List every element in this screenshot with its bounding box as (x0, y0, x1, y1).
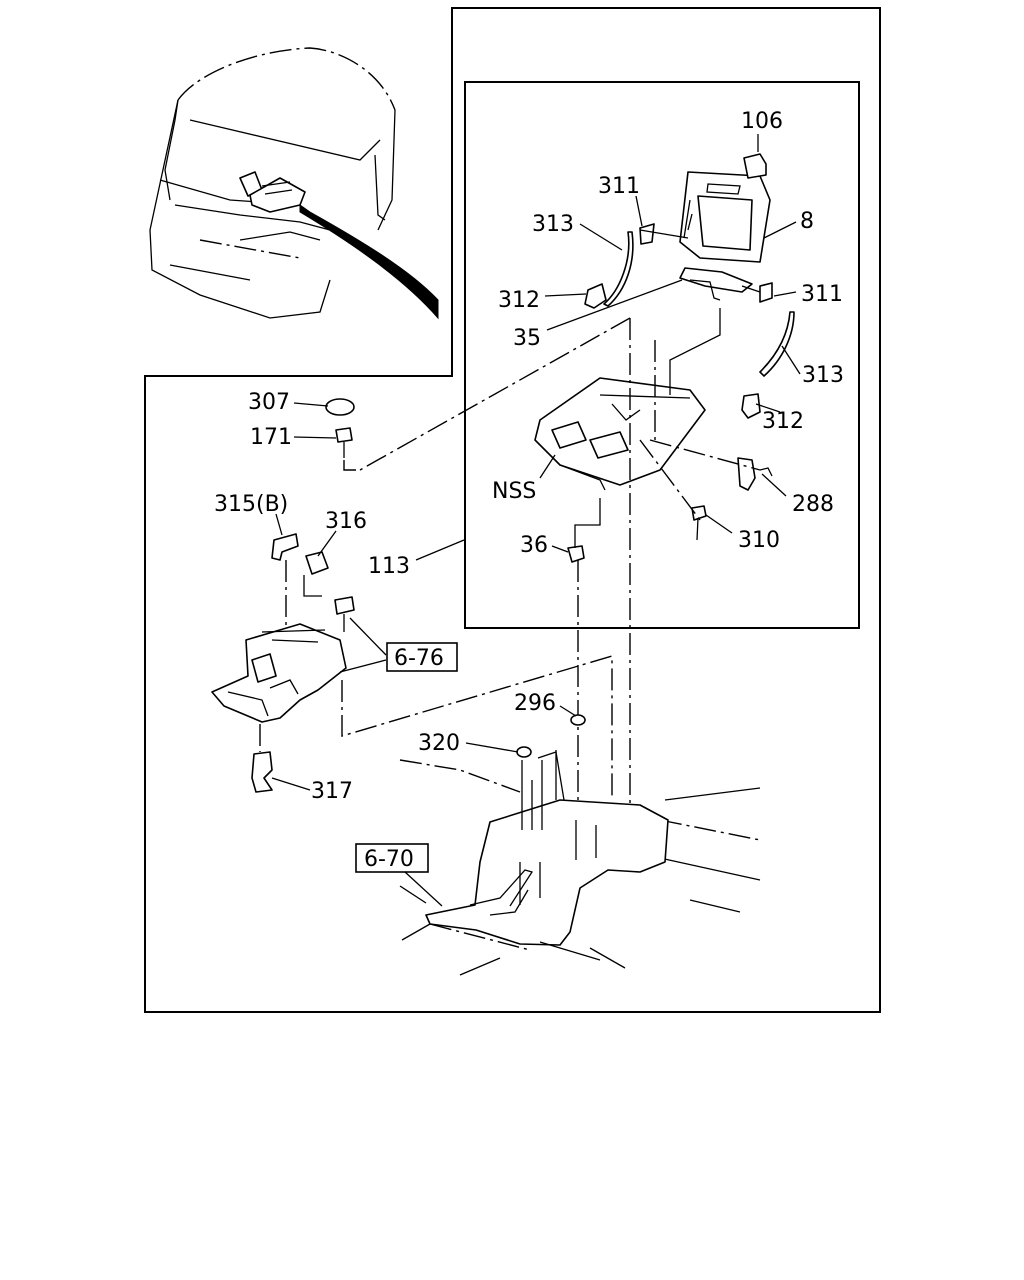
label-106: 106 (741, 109, 783, 134)
label-320: 320 (418, 731, 460, 756)
label-ref-6-70: 6-70 (364, 847, 414, 872)
overhead-console-illustration (359, 153, 795, 860)
label-317: 317 (311, 779, 353, 804)
label-315b: 315(B) (214, 492, 288, 517)
label-8: 8 (800, 209, 814, 234)
label-312-right: 312 (762, 409, 804, 434)
label-171: 171 (250, 425, 292, 450)
label-307: 307 (248, 390, 290, 415)
inner-frame (464, 81, 860, 629)
ref-box-6-76 (386, 642, 458, 672)
label-310: 310 (738, 528, 780, 553)
label-312-left: 312 (498, 288, 540, 313)
label-nss: NSS (492, 479, 536, 504)
leader-lines (271, 134, 801, 907)
label-296: 296 (514, 691, 556, 716)
label-311-right: 311 (801, 282, 843, 307)
outer-frame (144, 7, 881, 1013)
label-113: 113 (368, 554, 410, 579)
floor-tunnel-illustration (399, 714, 761, 976)
part-labels: 106 311 8 313 312 311 35 313 312 307 171… (214, 109, 844, 873)
label-36: 36 (520, 533, 548, 558)
label-ref-6-76: 6-76 (394, 646, 444, 671)
ref-box-6-70 (355, 843, 429, 873)
floor-console-parts-illustration (211, 398, 613, 800)
label-313-left: 313 (532, 212, 574, 237)
label-311-upper: 311 (598, 174, 640, 199)
label-288: 288 (792, 492, 834, 517)
label-316: 316 (325, 509, 367, 534)
label-313-right: 313 (802, 363, 844, 388)
cab-overview-illustration (149, 47, 439, 320)
label-35: 35 (513, 326, 541, 351)
